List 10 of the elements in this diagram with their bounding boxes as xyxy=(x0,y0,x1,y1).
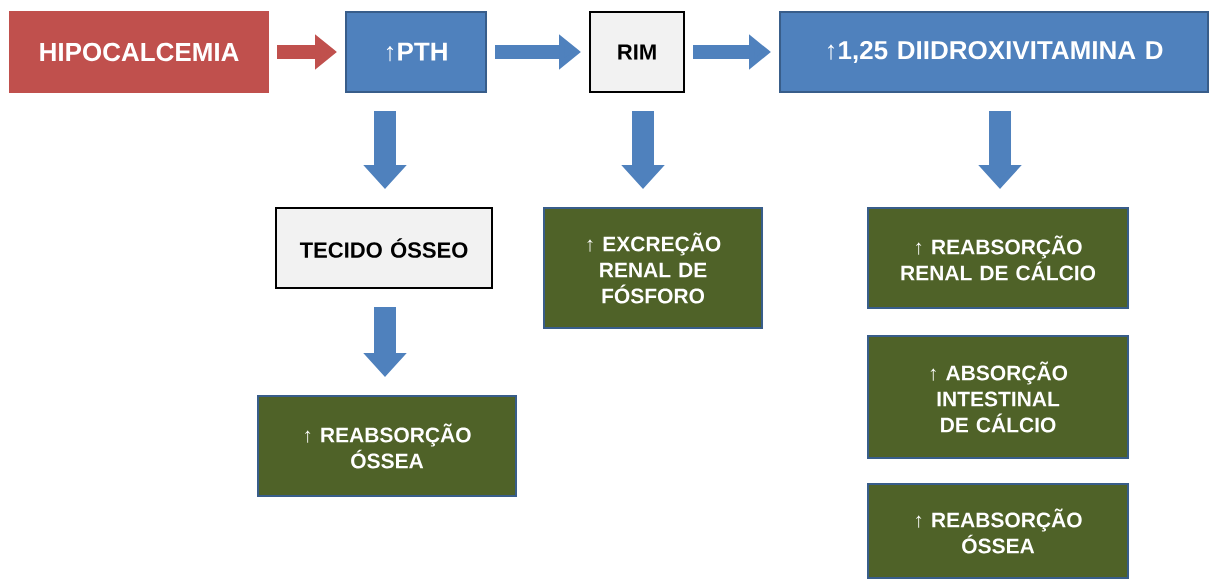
process-box: TECIDO ÓSSEO xyxy=(275,207,493,289)
process-box: ↑PTH xyxy=(345,11,487,93)
effect-box: ↑ ABSORÇÃO INTESTINAL DE CÁLCIO xyxy=(867,335,1129,459)
process-box: HIPOCALCEMIA xyxy=(9,11,269,93)
effect-box: ↑ REABSORÇÃO ÓSSEA xyxy=(867,483,1129,579)
effect-box: ↑ EXCREÇÃO RENAL DE FÓSFORO xyxy=(543,207,763,329)
effect-box: ↑ REABSORÇÃO ÓSSEA xyxy=(257,395,517,497)
process-box: RIM xyxy=(589,11,685,93)
process-box: ↑1,25 DIIDROXIVITAMINA D xyxy=(779,11,1209,93)
effect-box: ↑ REABSORÇÃO RENAL DE CÁLCIO xyxy=(867,207,1129,309)
